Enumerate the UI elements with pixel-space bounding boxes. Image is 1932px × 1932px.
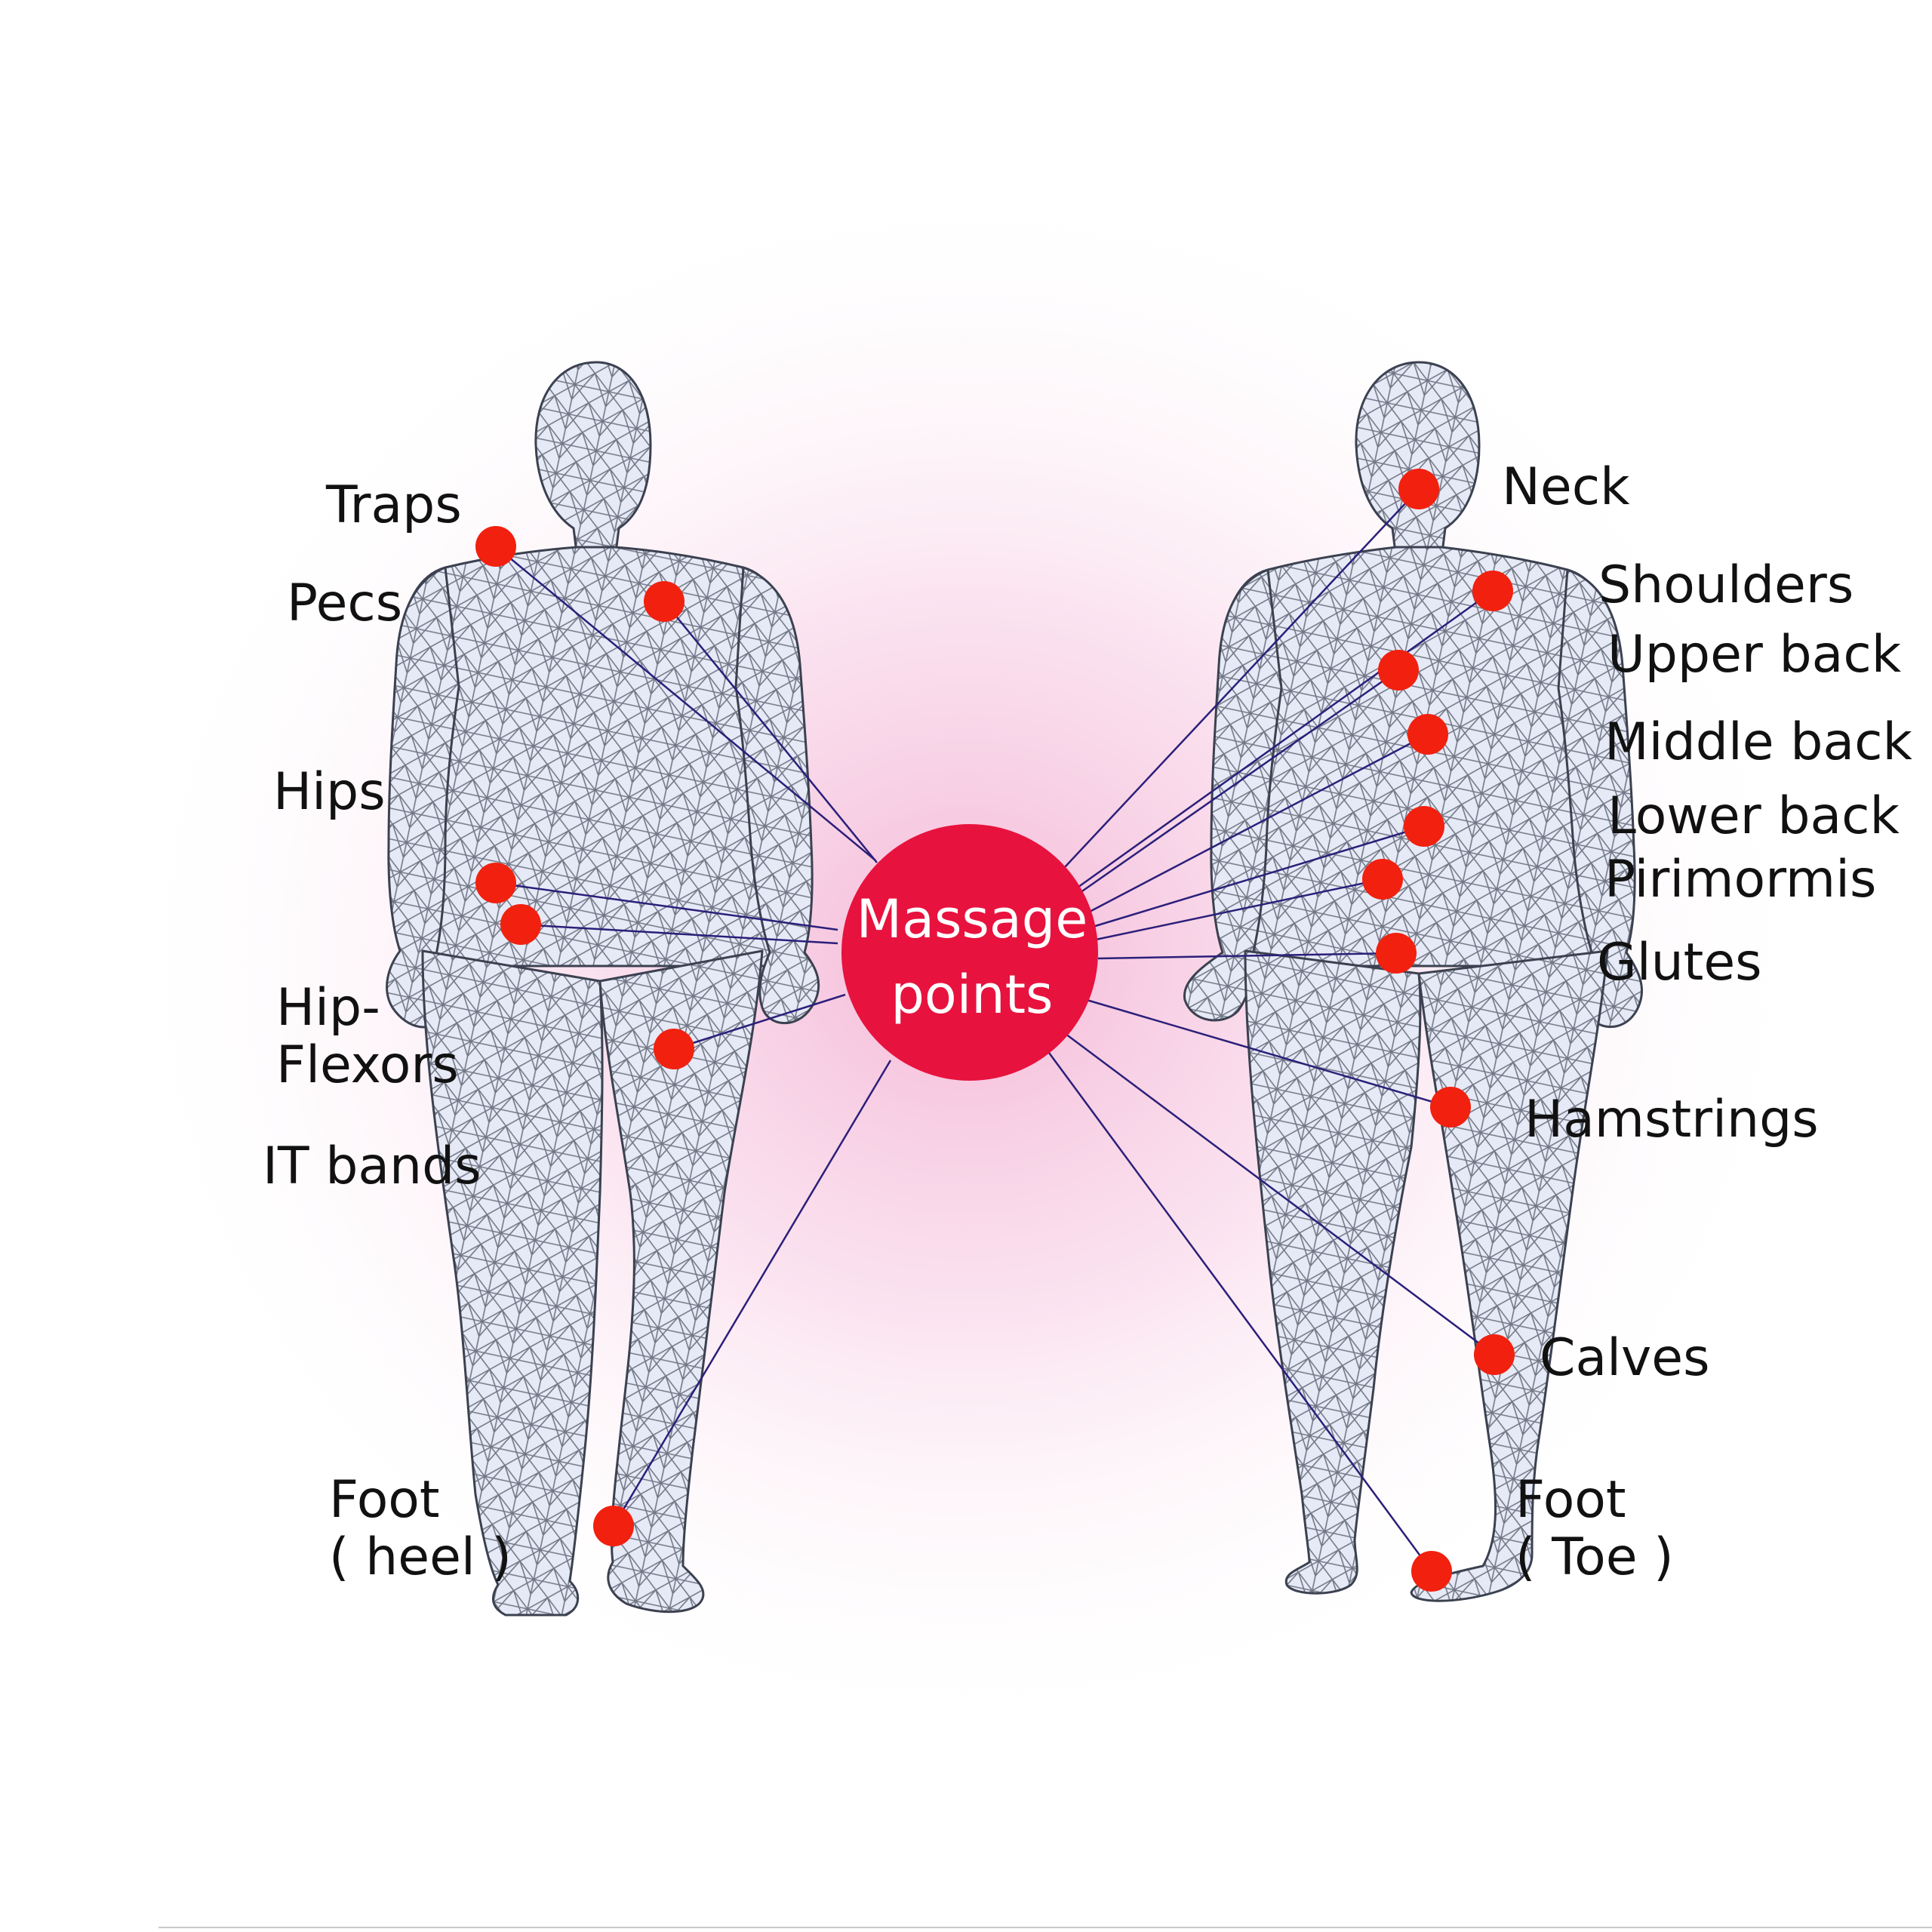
marker-foot-heel <box>593 1506 634 1546</box>
marker-middle-back <box>1407 714 1448 755</box>
connector-neck <box>1063 488 1420 869</box>
back-body-left-leg <box>1244 949 1422 1595</box>
marker-neck <box>1398 469 1439 509</box>
label-hip-flexors: Hip- Flexors <box>276 978 459 1096</box>
marker-hip-flexors <box>500 904 541 945</box>
marker-hips <box>475 863 516 903</box>
front-body-right-leg <box>598 949 764 1614</box>
marker-dots <box>475 469 1515 1592</box>
marker-foot-toe <box>1411 1551 1452 1592</box>
marker-pecs <box>644 581 685 622</box>
marker-upper-back <box>1378 650 1419 691</box>
label-lower-back: Lower back <box>1607 786 1900 846</box>
connector-traps <box>495 546 876 861</box>
marker-lower-back <box>1404 806 1444 847</box>
back-body-right-arm <box>1557 568 1644 1029</box>
hub-title-line1: Massage <box>857 888 1088 950</box>
connector-foot-heel <box>612 1060 892 1527</box>
front-body-left-leg <box>421 949 604 1617</box>
front-body-figure <box>386 361 820 1617</box>
connector-lines <box>495 488 1495 1572</box>
label-pecs: Pecs <box>287 574 403 633</box>
hub-title-line2: points <box>891 964 1054 1026</box>
connector-pirimormis <box>1095 878 1383 941</box>
marker-glutes <box>1376 933 1417 974</box>
marker-calves <box>1474 1334 1515 1375</box>
connector-foot-toe <box>1048 1052 1433 1572</box>
connector-hips <box>495 881 838 931</box>
connector-calves <box>1065 1032 1495 1356</box>
connector-middle-back <box>1086 733 1429 915</box>
label-foot-toe: Foot ( Toe ) <box>1515 1470 1674 1588</box>
connector-hip-flexors <box>520 923 838 945</box>
connector-shoulders <box>1075 589 1494 891</box>
connector-pecs <box>663 601 878 863</box>
marker-pirimormis <box>1362 859 1403 900</box>
front-body-torso <box>391 546 800 968</box>
connector-it-bands <box>673 993 846 1051</box>
label-pirimormis: Pirimormis <box>1604 850 1877 909</box>
marker-traps <box>475 526 516 567</box>
back-body-torso <box>1215 546 1624 968</box>
label-it-bands: IT bands <box>263 1137 481 1196</box>
marker-it-bands <box>654 1029 694 1069</box>
label-traps: Traps <box>326 475 462 535</box>
bottom-divider <box>158 1927 1932 1928</box>
label-middle-back: Middle back <box>1604 712 1912 772</box>
label-calves: Calves <box>1540 1328 1710 1388</box>
label-foot-heel: Foot ( heel ) <box>329 1470 512 1588</box>
connector-hamstrings <box>1086 998 1451 1109</box>
label-shoulders: Shoulders <box>1598 555 1854 615</box>
label-upper-back: Upper back <box>1607 625 1902 685</box>
front-body-left-arm <box>386 566 460 1029</box>
back-body-left-arm <box>1183 568 1283 1022</box>
connector-upper-back <box>1077 669 1399 896</box>
hub: Massage points <box>841 824 1098 1081</box>
connector-lower-back <box>1092 825 1425 928</box>
label-hips: Hips <box>273 762 386 822</box>
label-neck: Neck <box>1502 457 1630 517</box>
connector-glutes <box>1097 952 1397 960</box>
marker-hamstrings <box>1430 1087 1471 1128</box>
label-glutes: Glutes <box>1597 933 1762 992</box>
hub-circle <box>841 824 1098 1081</box>
label-hamstrings: Hamstrings <box>1524 1090 1819 1149</box>
marker-shoulders <box>1472 571 1513 611</box>
